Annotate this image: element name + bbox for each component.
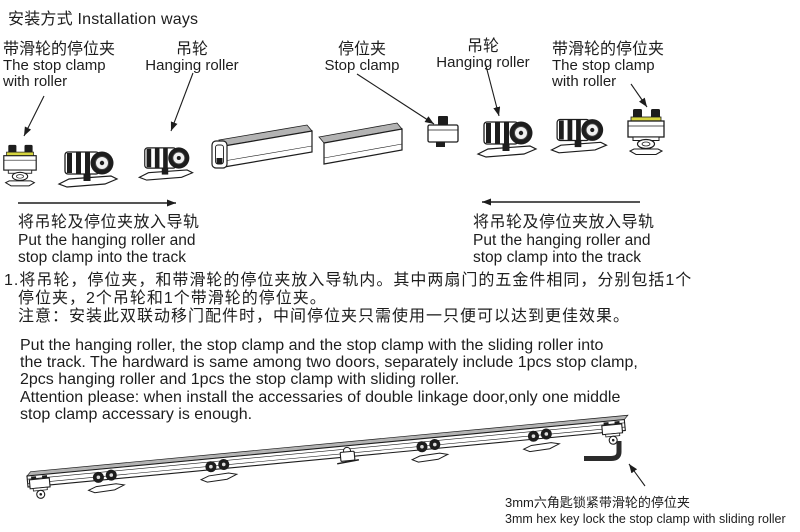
- hex-key-note: 3mm六角匙锁紧带滑轮的停位夹 3mm hex key lock the sto…: [505, 495, 786, 527]
- instruction-zh: 将吊轮及停位夹放入导轨: [473, 214, 655, 231]
- track-piece-illustration: [211, 124, 313, 169]
- label-zh: 带滑轮的停位夹: [3, 41, 116, 58]
- hex-key-note-en: 3mm hex key lock the stop clamp with sli…: [505, 512, 786, 526]
- stop-clamp-with-roller-illustration: [3, 144, 37, 187]
- leader-arrows: [23, 61, 648, 137]
- stop-clamp-with-roller-illustration: [28, 474, 52, 500]
- instruction-en: stop clamp into the track: [18, 249, 186, 266]
- stop-clamp-illustration: [427, 115, 459, 148]
- note-line: 2pcs hanging roller and 1pcs the stop cl…: [20, 371, 460, 389]
- direction-arrows: [18, 198, 640, 207]
- label-en: The stop clamp: [552, 57, 655, 74]
- instruction-en: Put the hanging roller and: [18, 232, 196, 249]
- insert-instruction-left: 将吊轮及停位夹放入导轨 Put the hanging roller and s…: [18, 213, 200, 266]
- step-note-en: Put the hanging roller, the stop clamp a…: [20, 337, 638, 423]
- label-en: Hanging roller: [436, 54, 530, 71]
- note-line: the track. The hardward is same among tw…: [20, 354, 638, 372]
- label-en: with roller: [3, 72, 68, 90]
- track-piece-illustration: [318, 122, 403, 165]
- note-line: 注意：安装此双联动移门配件时，中间停位夹只需使用一只便可以达到更佳效果。: [18, 308, 631, 325]
- label-stop-clamp-with-roller-left: 带滑轮的停位夹 The stop clamp with roller: [3, 41, 115, 89]
- instruction-en: stop clamp into the track: [473, 249, 641, 266]
- hanging-roller-illustration: [550, 118, 608, 154]
- hex-key-note-zh: 3mm六角匙锁紧带滑轮的停位夹: [505, 495, 690, 510]
- assembled-track-illustration: [26, 414, 646, 500]
- label-en: Stop clamp: [324, 57, 400, 74]
- label-zh: 吊轮: [466, 38, 499, 55]
- hanging-roller-illustration: [58, 150, 118, 188]
- hanging-roller-illustration: [477, 120, 537, 158]
- stop-clamp-with-roller-illustration: [627, 108, 665, 156]
- note-line: 1.将吊轮，停位夹，和带滑轮的停位夹放入导轨内。其中两扇门的五金件相同，分别包括…: [4, 272, 693, 289]
- step-note-zh: 1.将吊轮，停位夹，和带滑轮的停位夹放入导轨内。其中两扇门的五金件相同，分别包括…: [4, 272, 692, 326]
- label-zh: 带滑轮的停位夹: [552, 41, 665, 58]
- label-en: Hanging roller: [145, 57, 239, 74]
- label-en: The stop clamp: [3, 57, 106, 74]
- insert-instruction-right: 将吊轮及停位夹放入导轨 Put the hanging roller and s…: [473, 213, 655, 266]
- page-title: 安装方式 Installation ways: [8, 11, 199, 28]
- instruction-en: Put the hanging roller and: [473, 232, 651, 249]
- label-stop-clamp-with-roller-right: 带滑轮的停位夹 The stop clamp with roller: [552, 41, 664, 89]
- label-zh: 停位夹: [337, 41, 386, 58]
- hex-key-illustration: [584, 441, 622, 461]
- note-line: 停位夹，2个吊轮和1个带滑轮的停位夹。: [18, 290, 327, 307]
- hex-key-leader-arrow: [628, 463, 646, 487]
- label-hanging-roller-left: 吊轮 Hanging roller: [138, 41, 246, 74]
- label-stop-clamp: 停位夹 Stop clamp: [320, 41, 404, 74]
- note-line: stop clamp accessary is enough.: [20, 405, 253, 423]
- label-en: with roller: [552, 72, 617, 90]
- hanging-roller-illustration: [138, 146, 194, 181]
- label-zh: 吊轮: [175, 41, 208, 58]
- note-line: Attention please: when install the acces…: [20, 388, 621, 406]
- note-line: Put the hanging roller, the stop clamp a…: [20, 337, 604, 354]
- label-hanging-roller-right: 吊轮 Hanging roller: [428, 38, 538, 71]
- instruction-zh: 将吊轮及停位夹放入导轨: [18, 214, 200, 231]
